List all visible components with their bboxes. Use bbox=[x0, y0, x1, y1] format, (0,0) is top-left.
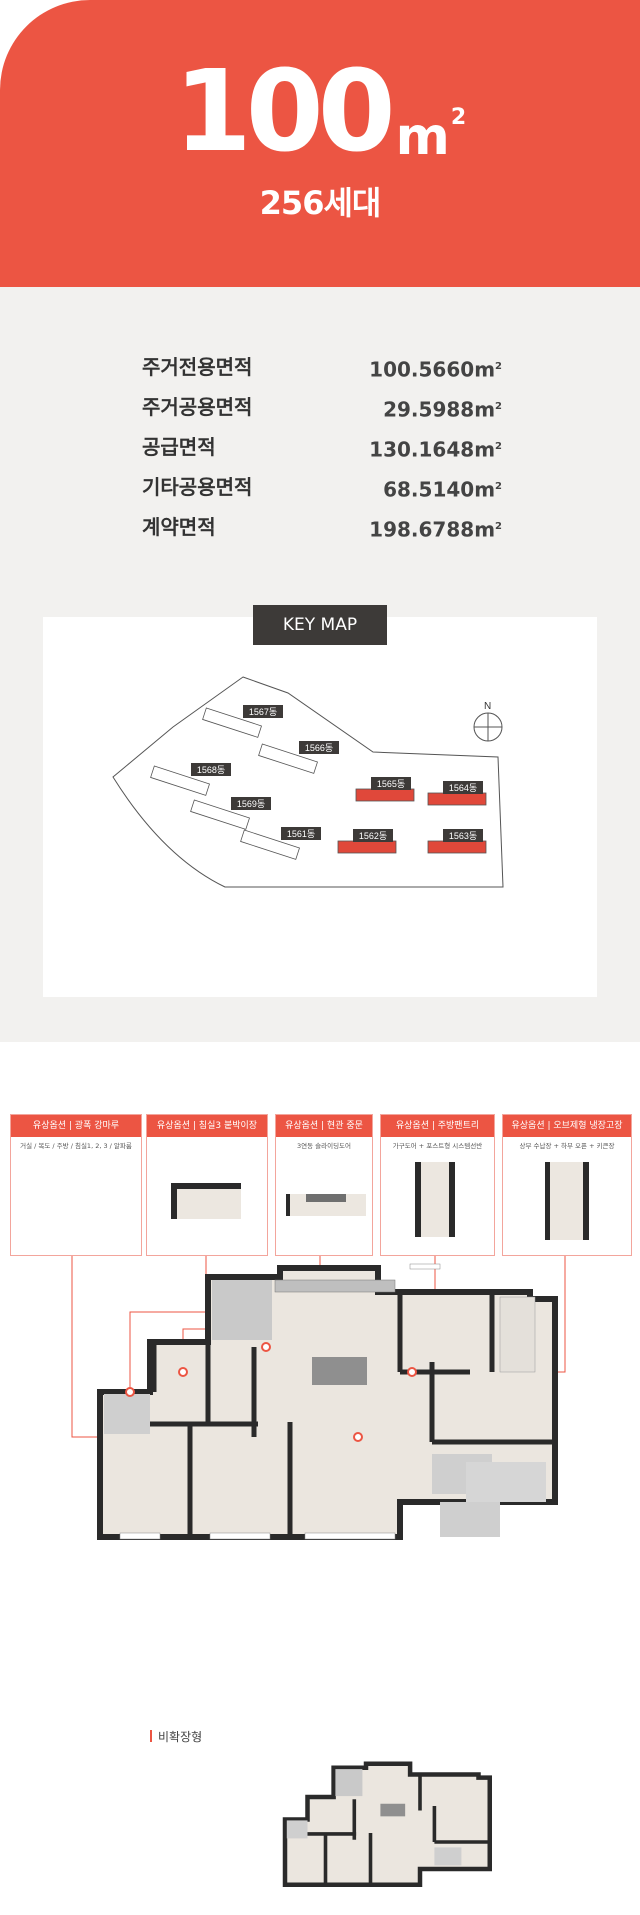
keymap-building-label: 1568동 bbox=[197, 765, 225, 775]
area-row: 주거공용면적 29.5988m2 bbox=[142, 395, 502, 422]
keymap-building: 1564동 bbox=[427, 781, 487, 806]
keymap-building-label: 1563동 bbox=[449, 831, 477, 841]
option-card-flooring[interactable]: 유상옵션 | 광폭 강마루 거실 / 복도 / 주방 / 침실1, 2, 3 /… bbox=[10, 1114, 142, 1256]
north-compass-icon: N bbox=[473, 701, 503, 742]
keymap-building-label: 1567동 bbox=[249, 707, 277, 717]
area-row: 기타공용면적 68.5140m2 bbox=[142, 475, 502, 502]
area-row: 계약면적 198.6788m2 bbox=[142, 515, 502, 542]
keymap-building: 1561동 bbox=[240, 827, 321, 860]
pantry-thumbnail bbox=[415, 1162, 455, 1237]
fridge-cabinet-thumbnail bbox=[545, 1162, 589, 1240]
keymap-building: 1567동 bbox=[202, 705, 283, 738]
area-row: 주거전용면적 100.5660m2 bbox=[142, 355, 502, 382]
area-table: 주거전용면적 100.5660m2 주거공용면적 29.5988m2 공급면적 … bbox=[142, 347, 502, 547]
floor-plan-section: 유상옵션 | 광폭 강마루 거실 / 복도 / 주방 / 침실1, 2, 3 /… bbox=[0, 1042, 640, 1915]
floor-plan-non-extended bbox=[282, 1761, 493, 1888]
keymap-building-label: 1566동 bbox=[305, 743, 333, 753]
area-row: 공급면적 130.1648m2 bbox=[142, 435, 502, 462]
svg-text:N: N bbox=[484, 701, 491, 712]
keymap-building: 1566동 bbox=[258, 741, 339, 774]
keymap-building-label: 1565동 bbox=[377, 779, 405, 789]
keymap-building: 1563동 bbox=[427, 829, 487, 854]
keymap-building-label: 1564동 bbox=[449, 783, 477, 793]
keymap-building-label: 1569동 bbox=[237, 799, 265, 809]
keymap-building: 1565동 bbox=[355, 777, 415, 802]
floor-plan bbox=[71, 1254, 566, 1888]
unit-size-unit: m2 bbox=[395, 105, 467, 167]
keymap-building: 1562동 bbox=[337, 829, 397, 854]
option-card-wardrobe[interactable]: 유상옵션 | 침실3 붙박이장 bbox=[146, 1114, 268, 1256]
option-card-fridge-cabinet[interactable]: 유상옵션 | 오브제형 냉장고장 상부 수납장 + 하부 오픈 + 키큰장 bbox=[502, 1114, 632, 1256]
household-count: 256세대 bbox=[259, 184, 382, 222]
option-card-entrance-door[interactable]: 유상옵션 | 현관 중문 3연동 슬라이딩도어 bbox=[275, 1114, 373, 1256]
keymap-building: 1569동 bbox=[190, 797, 271, 830]
floor-plan-main bbox=[97, 1263, 558, 1540]
site-boundary bbox=[112, 676, 504, 888]
unit-size-number: 100 bbox=[173, 47, 396, 177]
non-extended-label: 비확장형 bbox=[150, 1728, 202, 1745]
keymap-title: KEY MAP bbox=[253, 605, 387, 645]
site-map: N 1567동 1566동 1568동 1565동 1564동 1569동 1561동 156… bbox=[112, 676, 504, 888]
keymap-panel: N 1567동 1566동 1568동 1565동 1564동 1569동 1561동 156… bbox=[43, 617, 597, 997]
option-card-pantry[interactable]: 유상옵션 | 주방팬트리 가구도어 + 포스트형 시스템선반 bbox=[380, 1114, 495, 1256]
area-info-section: 주거전용면적 100.5660m2 주거공용면적 29.5988m2 공급면적 … bbox=[0, 287, 640, 1042]
entrance-door-thumbnail bbox=[286, 1194, 366, 1216]
keymap-building-label: 1561동 bbox=[287, 829, 315, 839]
keymap-building: 1568동 bbox=[150, 763, 231, 796]
wardrobe-thumbnail bbox=[171, 1183, 241, 1219]
keymap-building-label: 1562동 bbox=[359, 831, 387, 841]
